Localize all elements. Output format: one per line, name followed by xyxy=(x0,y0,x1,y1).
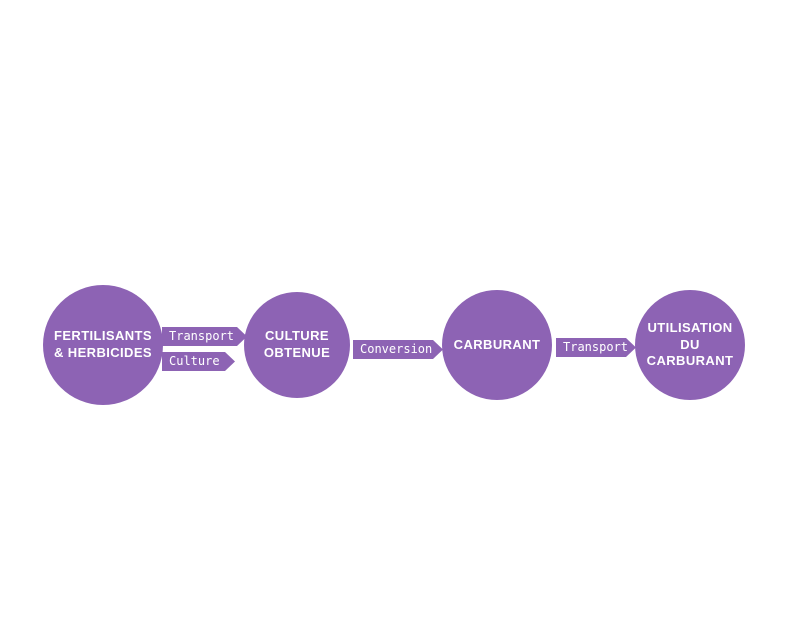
node-carburant: CARBURANT xyxy=(442,290,552,400)
node-fertilisants-herbicides: FERTILISANTS & HERBICIDES xyxy=(43,285,163,405)
node-culture-obtenue: CULTURE OBTENUE xyxy=(244,292,350,398)
arrow-transport-2: Transport xyxy=(556,338,636,357)
node-utilisation-du-carburant: UTILISATION DU CARBURANT xyxy=(635,290,745,400)
arrow-culture: Culture xyxy=(162,352,235,371)
arrow-transport-1: Transport xyxy=(162,327,247,346)
arrow-conversion: Conversion xyxy=(353,340,443,359)
